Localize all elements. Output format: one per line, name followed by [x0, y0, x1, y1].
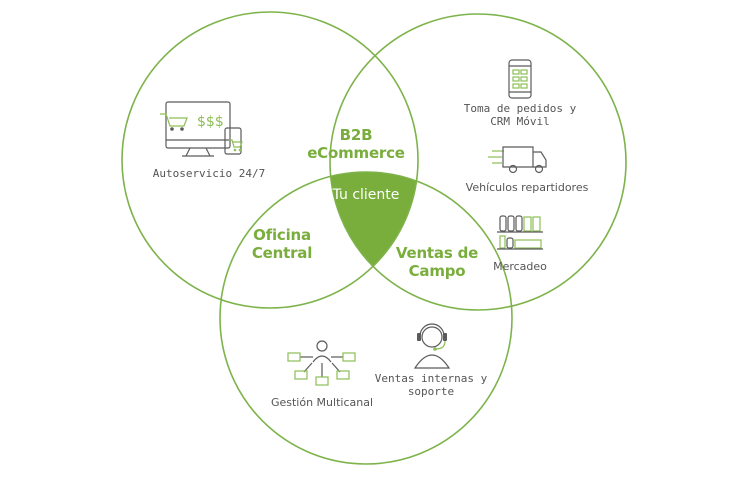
feature-mercadeo: Mercadeo: [493, 260, 547, 273]
network-hierarchy-icon: [287, 340, 356, 386]
computer-cart-icon: $$$: [160, 101, 243, 157]
dollars-text: $$$: [197, 114, 224, 130]
center-label: Tu cliente: [332, 187, 400, 203]
feature-gestion: Gestión Multicanal: [270, 396, 374, 409]
section-title-b2b: B2B eCommerce: [296, 126, 416, 162]
section-title-oficina-text: Oficina Central: [251, 226, 313, 262]
mobile-app-icon: [508, 59, 532, 99]
circle-oficina: [219, 171, 513, 465]
section-title-ventas-text: Ventas de Campo: [395, 244, 479, 280]
headset-agent-icon: [413, 323, 451, 369]
circle-b2b: [121, 11, 419, 309]
section-title-b2b-text: B2B eCommerce: [307, 126, 405, 162]
circle-ventas: [329, 13, 627, 311]
section-title-oficina: Oficina Central: [232, 226, 332, 262]
shelf-products-icon: [497, 215, 543, 250]
feature-autoservicio: Autoservicio 24/7: [152, 167, 266, 180]
delivery-truck-icon: [488, 146, 547, 174]
feature-vehiculos: Vehículos repartidores: [465, 181, 589, 194]
feature-ventas-internas: Ventas internas y soporte: [374, 372, 488, 399]
center-intersection-fill: [330, 172, 418, 308]
section-title-ventas: Ventas de Campo: [382, 244, 492, 280]
feature-toma-pedidos: Toma de pedidos y CRM Móvil: [463, 102, 577, 129]
